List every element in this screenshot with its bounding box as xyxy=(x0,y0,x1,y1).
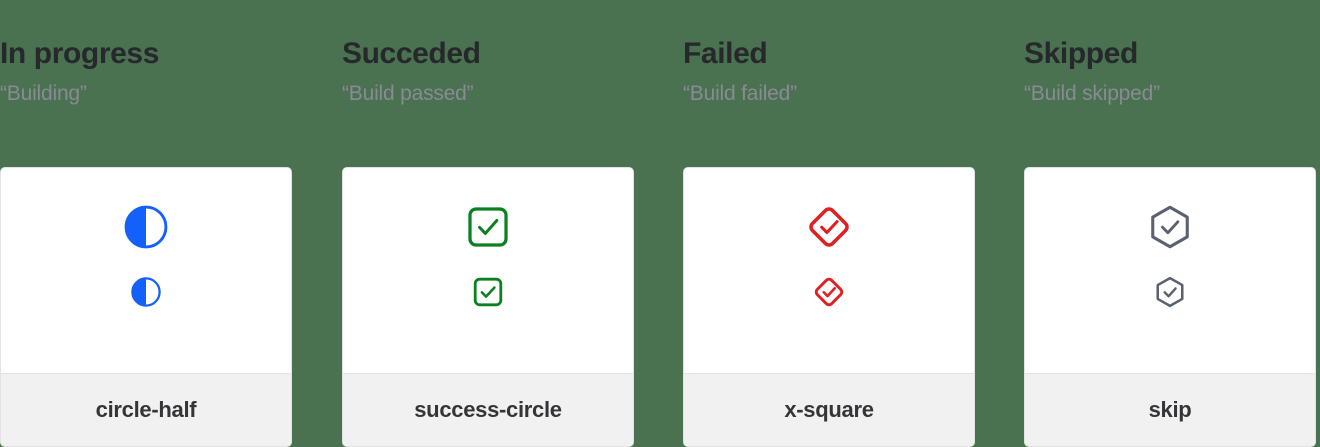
column-subtitle: “Build failed” xyxy=(683,82,797,105)
column-header: Succeded “Build passed” xyxy=(342,36,634,107)
circle-half-icon xyxy=(124,205,168,249)
x-square-icon-small xyxy=(814,277,844,307)
icon-card-body xyxy=(684,168,974,373)
column-title: Succeded xyxy=(342,37,481,70)
icon-name-label: skip xyxy=(1148,397,1192,422)
status-column-failed: Failed “Build failed” x-squ xyxy=(683,0,975,447)
column-subtitle: “Build passed” xyxy=(342,82,474,105)
icon-card-circle-half[interactable]: circle-half xyxy=(0,167,292,447)
column-title: Failed xyxy=(683,37,768,70)
status-column-succeded: Succeded “Build passed” success-circle xyxy=(342,0,634,447)
icon-card-skip[interactable]: skip xyxy=(1024,167,1316,447)
icon-card-footer: success-circle xyxy=(343,373,633,446)
icon-name-label: x-square xyxy=(784,397,874,422)
column-title: Skipped xyxy=(1024,37,1138,70)
circle-half-icon-small xyxy=(131,277,161,307)
icon-card-x-square[interactable]: x-square xyxy=(683,167,975,447)
skip-icon-small xyxy=(1156,276,1184,308)
column-subtitle: “Building” xyxy=(0,82,87,105)
icon-name-label: circle-half xyxy=(95,397,197,422)
x-square-icon xyxy=(809,207,849,247)
icon-card-footer: x-square xyxy=(684,373,974,446)
icon-card-body xyxy=(1,168,291,373)
icon-name-label: success-circle xyxy=(414,397,562,422)
skip-icon xyxy=(1151,205,1189,249)
status-column-skipped: Skipped “Build skipped” skip xyxy=(1024,0,1316,447)
success-circle-icon-small xyxy=(473,277,503,307)
column-header: In progress “Building” xyxy=(0,36,292,107)
icon-card-success-circle[interactable]: success-circle xyxy=(342,167,634,447)
icon-card-body xyxy=(1025,168,1315,373)
success-circle-icon xyxy=(468,207,508,247)
icon-card-body xyxy=(343,168,633,373)
icon-card-footer: skip xyxy=(1025,373,1315,446)
icon-card-footer: circle-half xyxy=(1,373,291,446)
status-column-in-progress: In progress “Building” circle-half xyxy=(0,0,292,447)
column-subtitle: “Build skipped” xyxy=(1024,82,1160,105)
column-header: Failed “Build failed” xyxy=(683,36,975,107)
column-title: In progress xyxy=(0,37,159,70)
column-header: Skipped “Build skipped” xyxy=(1024,36,1316,107)
